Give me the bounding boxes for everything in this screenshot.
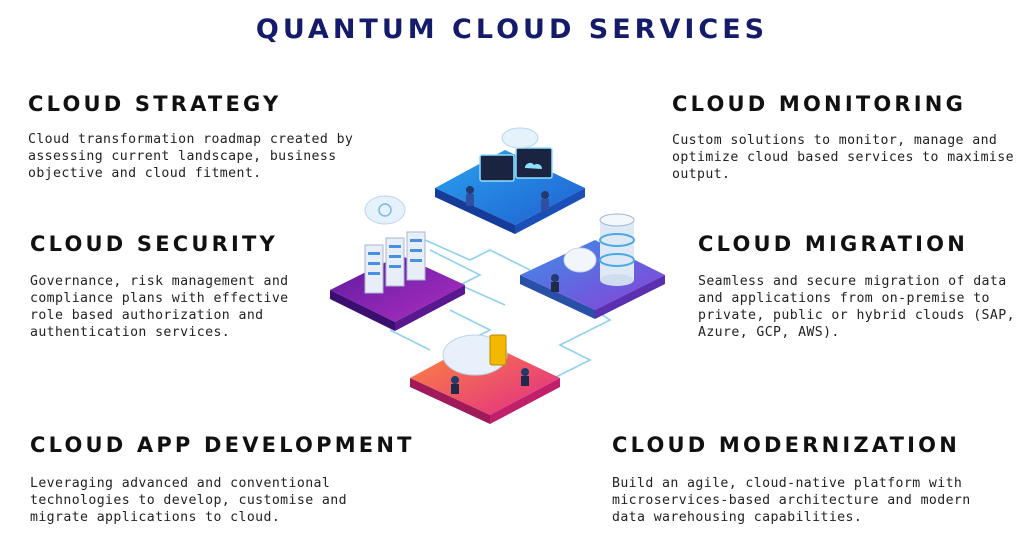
- service-cloud-modernization: CLOUD MODERNIZATION Build an agile, clou…: [612, 433, 1007, 526]
- service-cloud-monitoring: CLOUD MONITORING Custom solutions to mon…: [672, 92, 1017, 183]
- service-cloud-strategy: CLOUD STRATEGY Cloud transformation road…: [28, 92, 358, 182]
- cloud-icon: [364, 195, 406, 225]
- service-description: Cloud transformation roadmap created by …: [28, 132, 354, 181]
- cloud-icon: [501, 127, 539, 149]
- service-description: Build an agile, cloud-native platform wi…: [612, 476, 971, 525]
- monitor-icon: [479, 154, 515, 182]
- phone-icon: [489, 334, 507, 366]
- service-heading: CLOUD MIGRATION: [698, 232, 968, 256]
- service-heading: CLOUD SECURITY: [30, 232, 278, 256]
- isometric-cloud-illustration: [330, 127, 665, 424]
- service-heading: CLOUD MODERNIZATION: [612, 433, 960, 457]
- service-heading: CLOUD APP DEVELOPMENT: [30, 433, 415, 457]
- page-title: QUANTUM CLOUD SERVICES: [255, 14, 769, 45]
- service-cloud-migration: CLOUD MIGRATION Seamless and secure migr…: [698, 232, 1018, 341]
- platform-databases: [520, 213, 665, 319]
- service-description: Governance, risk management and complian…: [30, 274, 289, 340]
- database-icon: [599, 213, 635, 286]
- server-rack-icon: [364, 244, 384, 294]
- service-heading: CLOUD MONITORING: [672, 92, 967, 116]
- service-heading: CLOUD STRATEGY: [28, 92, 282, 116]
- monitor-icon: [515, 147, 553, 179]
- service-cloud-security: CLOUD SECURITY Governance, risk manageme…: [30, 232, 315, 341]
- platform-workstations: [435, 127, 585, 234]
- service-description: Custom solutions to monitor, manage and …: [672, 133, 1014, 182]
- platform-servers: [330, 195, 465, 331]
- platform-cloud-apps: [410, 334, 560, 424]
- service-cloud-app-development: CLOUD APP DEVELOPMENT Leveraging advance…: [30, 433, 415, 526]
- server-rack-icon: [406, 231, 426, 281]
- service-description: Seamless and secure migration of data an…: [698, 274, 1015, 340]
- server-rack-icon: [385, 237, 405, 287]
- cloud-icon: [563, 247, 597, 273]
- service-description: Leveraging advanced and conventional tec…: [30, 476, 347, 525]
